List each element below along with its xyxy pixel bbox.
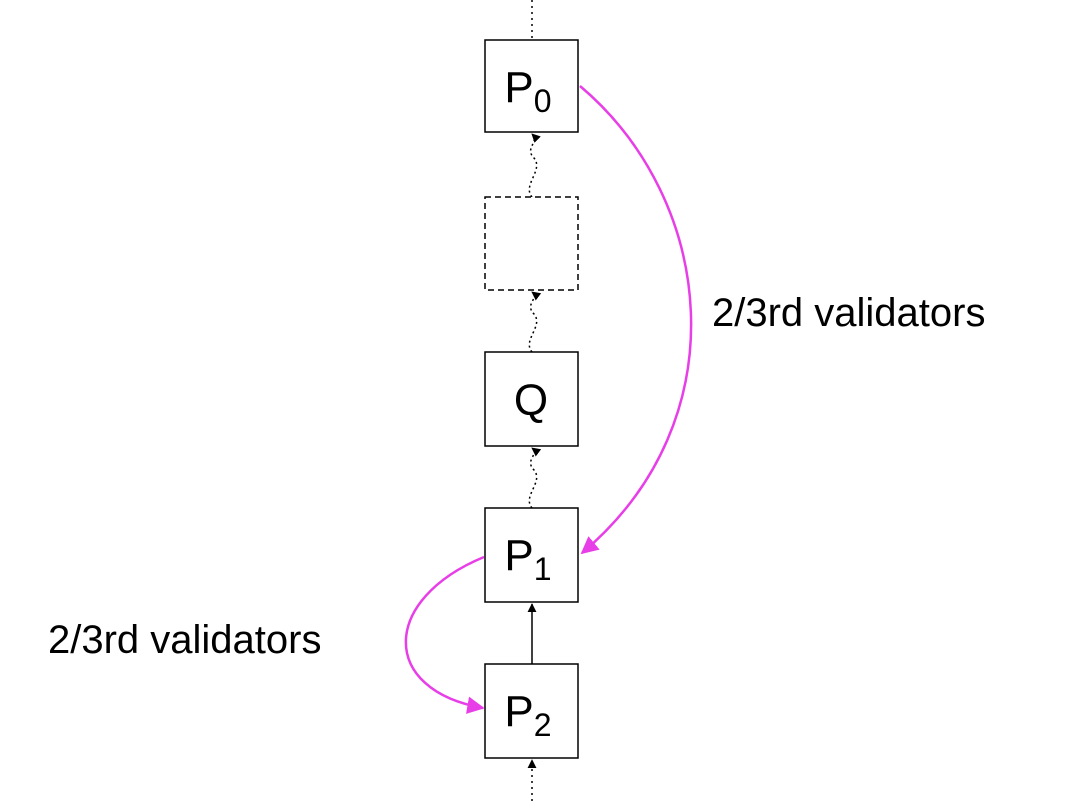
- block-q-base: Q: [514, 376, 548, 425]
- block-p0: P0: [484, 39, 579, 133]
- block-p0-base: P: [504, 63, 533, 112]
- block-p1-base: P: [504, 531, 533, 580]
- block-q: Q: [484, 351, 579, 447]
- vote-arrow-p0-to-p1: [579, 85, 693, 555]
- svg-text:P2: P2: [504, 687, 551, 743]
- vote-label-p1-to-p2: 2/3rd validators: [48, 618, 321, 662]
- svg-text:P1: P1: [504, 531, 551, 587]
- block-p2-base: P: [504, 687, 533, 736]
- svg-text:Q: Q: [514, 376, 548, 425]
- block-p1: P1: [484, 507, 579, 603]
- block-p2-sub: 2: [534, 707, 552, 743]
- block-p0-sub: 0: [534, 83, 552, 119]
- vote-arrow-p1-to-p2: [404, 555, 485, 714]
- block-p1-sub: 1: [534, 551, 552, 587]
- block-p2: P2: [484, 663, 579, 759]
- block-omitted: [484, 196, 579, 291]
- svg-text:P0: P0: [504, 63, 551, 119]
- chain-link-p1-to-q: [528, 447, 542, 509]
- vote-label-p0-to-p1: 2/3rd validators: [712, 291, 985, 335]
- chain-link-q-to-dashed: [528, 291, 542, 353]
- chain-link-dashed-to-p0: [528, 133, 541, 198]
